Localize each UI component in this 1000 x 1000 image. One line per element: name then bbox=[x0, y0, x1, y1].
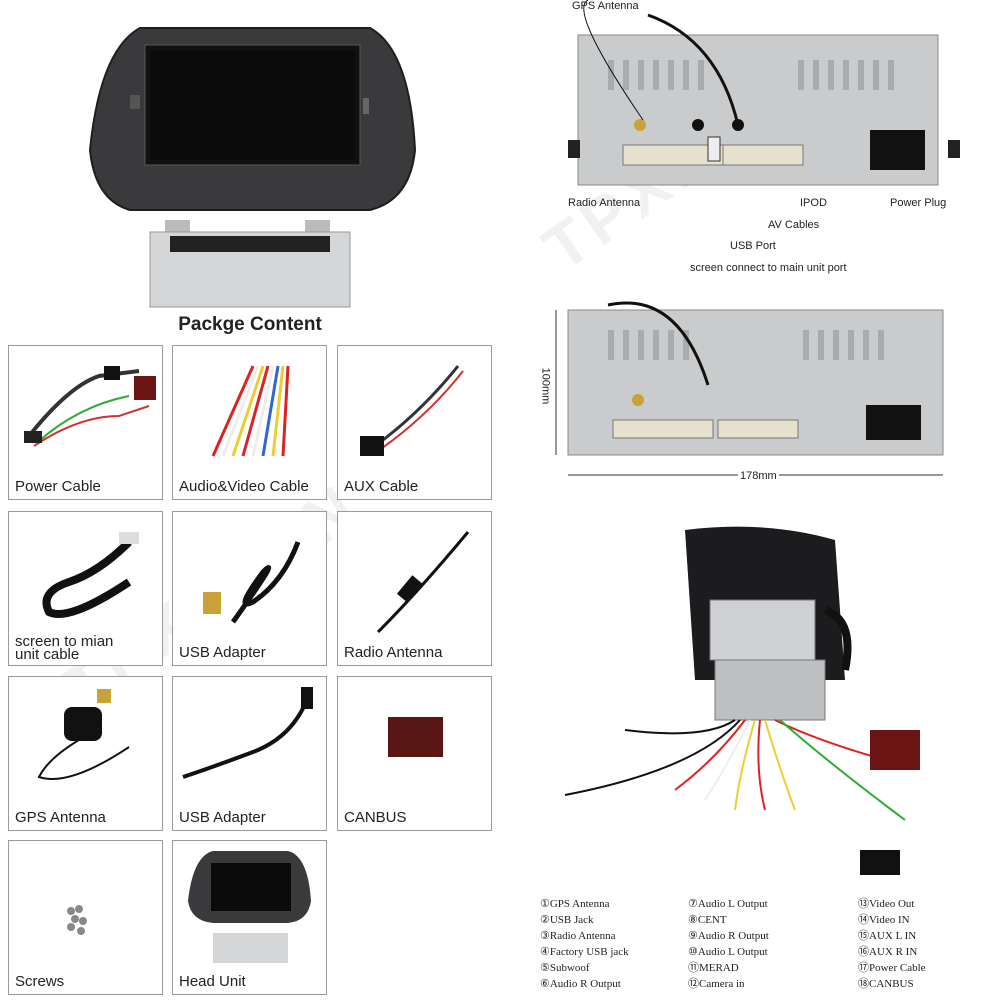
legend-row: ③Radio Antenna ⑨Audio R Output ⑮AUX L IN bbox=[540, 928, 980, 944]
legend-row: ①GPS Antenna ⑦Audio L Output ⑬Video Out bbox=[540, 896, 980, 912]
item-label: screen to mian unit cable bbox=[15, 633, 114, 663]
legend-item: ⑥Audio R Output bbox=[540, 978, 621, 990]
legend-item: ⑭Video IN bbox=[858, 914, 910, 926]
callout-screen-connect: screen connect to main unit port bbox=[690, 262, 847, 274]
item-usb-adapter-2: USB Adapter bbox=[172, 676, 327, 831]
aux-cable-image bbox=[360, 365, 464, 456]
legend-item: ⑤Subwoof bbox=[540, 962, 590, 974]
item-label: Head Unit bbox=[179, 973, 246, 990]
dimension-height: 100mm bbox=[539, 367, 552, 405]
item-head-unit: Head Unit bbox=[172, 840, 327, 995]
rear-panel-diagram bbox=[548, 0, 968, 290]
item-label: Radio Antenna bbox=[344, 644, 443, 661]
legend-item: ④Factory USB jack bbox=[540, 946, 629, 958]
callout-radio-antenna: Radio Antenna bbox=[568, 197, 641, 209]
head-unit-image bbox=[188, 851, 311, 963]
callout-power-plug: Power Plug bbox=[890, 197, 947, 209]
callout-usb-port: USB Port bbox=[730, 240, 776, 252]
legend-row: ②USB Jack ⑧CENT ⑭Video IN bbox=[540, 912, 980, 928]
legend-item: ⑩Audio L Output bbox=[688, 946, 768, 958]
item-label: CANBUS bbox=[344, 809, 407, 826]
item-screen-cable: screen to mian unit cable bbox=[8, 511, 163, 666]
item-label: Power Cable bbox=[15, 478, 101, 495]
wiring-diagram bbox=[525, 520, 965, 890]
power-cable-image bbox=[24, 366, 156, 447]
item-label: Audio&Video Cable bbox=[179, 478, 309, 495]
screen-cable-image bbox=[42, 532, 139, 618]
item-screws: Screws bbox=[8, 840, 163, 995]
callout-gps-antenna: GPS Antenna bbox=[572, 0, 639, 12]
item-label: GPS Antenna bbox=[15, 809, 106, 826]
item-label: USB Adapter bbox=[179, 644, 266, 661]
legend: ①GPS Antenna ⑦Audio L Output ⑬Video Out ②U… bbox=[540, 896, 980, 992]
radio-antenna-image bbox=[376, 531, 470, 634]
legend-item: ⑯AUX R IN bbox=[858, 946, 918, 958]
legend-item: ⑧CENT bbox=[688, 914, 727, 926]
usb-adapter-image bbox=[182, 687, 313, 779]
legend-row: ⑤Subwoof ⑪MERAD ⑰Power Cable bbox=[540, 960, 980, 976]
legend-item: ⑦Audio L Output bbox=[688, 898, 768, 910]
legend-item: ⑫Camera in bbox=[688, 978, 745, 990]
dimension-width: 178mm bbox=[738, 470, 779, 482]
item-gps-antenna: GPS Antenna bbox=[8, 676, 163, 831]
item-power-cable: Power Cable bbox=[8, 345, 163, 500]
package-title: Packge Content bbox=[178, 314, 322, 335]
legend-item: ⑮AUX L IN bbox=[858, 930, 917, 942]
legend-item: ①GPS Antenna bbox=[540, 898, 610, 910]
canbus-image bbox=[388, 717, 443, 757]
item-usb-adapter-1: USB Adapter bbox=[172, 511, 327, 666]
legend-item: ⑬Video Out bbox=[858, 898, 915, 910]
dimension-diagram bbox=[548, 290, 968, 490]
legend-row: ⑥Audio R Output ⑫Camera in ⑱CANBUS bbox=[540, 976, 980, 992]
screws-image bbox=[67, 905, 87, 935]
legend-item: ③Radio Antenna bbox=[540, 930, 616, 942]
item-label: USB Adapter bbox=[179, 809, 266, 826]
legend-item: ⑪MERAD bbox=[688, 962, 739, 974]
head-unit-photo bbox=[70, 10, 430, 310]
item-label: AUX Cable bbox=[344, 478, 419, 495]
item-label: Screws bbox=[15, 973, 65, 990]
legend-item: ⑰Power Cable bbox=[858, 962, 926, 974]
legend-item: ⑨Audio R Output bbox=[688, 930, 769, 942]
usb-adapter-image bbox=[203, 541, 301, 624]
callout-av-cables: AV Cables bbox=[768, 219, 820, 231]
legend-row: ④Factory USB jack ⑩Audio L Output ⑯AUX R I… bbox=[540, 944, 980, 960]
item-aux-cable: AUX Cable bbox=[337, 345, 492, 500]
item-av-cable: Audio&Video Cable bbox=[172, 345, 327, 500]
callout-ipod: IPOD bbox=[800, 197, 827, 209]
item-radio-antenna: Radio Antenna bbox=[337, 511, 492, 666]
gps-antenna-image bbox=[37, 689, 130, 780]
legend-item: ⑱CANBUS bbox=[858, 978, 914, 990]
av-cable-image bbox=[211, 365, 290, 457]
legend-item: ②USB Jack bbox=[540, 914, 594, 926]
item-canbus: CANBUS bbox=[337, 676, 492, 831]
